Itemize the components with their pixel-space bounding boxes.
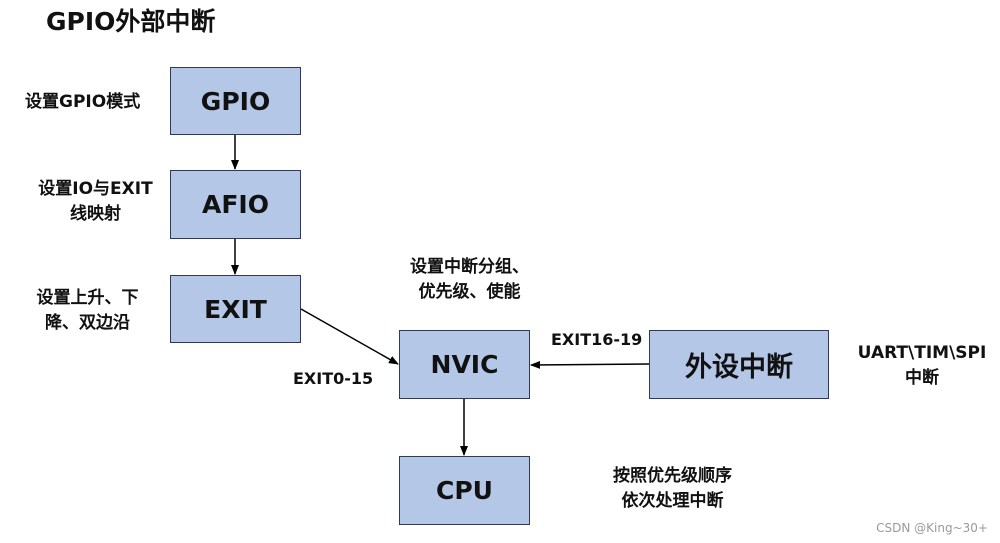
afio-note: 设置IO与EXIT 线映射 xyxy=(28,177,163,227)
exit-note-line2: 降、双边沿 xyxy=(45,313,130,333)
diagram-title: GPIO外部中断 xyxy=(46,7,216,36)
afio-note-line1: 设置IO与EXIT xyxy=(38,179,153,199)
periph-to-nvic-arrow xyxy=(530,360,650,369)
nvic-note-line2: 优先级、使能 xyxy=(418,282,521,302)
peripheral-note-line2: 中断 xyxy=(905,368,939,388)
peripheral-interrupt-box: 外设中断 xyxy=(649,330,829,399)
exit-nvic-edge-label: EXIT0-15 xyxy=(293,369,374,388)
cpu-box: CPU xyxy=(399,456,530,525)
peripheral-note-line1: UART\TIM\SPI xyxy=(857,343,987,363)
afio-box: AFIO xyxy=(170,170,301,239)
nvic-note-line1: 设置中断分组、 xyxy=(410,257,529,277)
cpu-note-line2: 依次处理中断 xyxy=(621,491,724,511)
exit-note: 设置上升、下 降、双边沿 xyxy=(20,286,155,336)
exit-note-line1: 设置上升、下 xyxy=(36,288,139,308)
peripheral-note: UART\TIM\SPI 中断 xyxy=(848,341,996,391)
watermark-text: CSDN @King~30+ xyxy=(876,521,988,535)
exit-box: EXIT xyxy=(170,275,301,343)
periph-nvic-edge-label: EXIT16-19 xyxy=(551,330,643,349)
gpio-box: GPIO xyxy=(170,67,301,135)
afio-note-line2: 线映射 xyxy=(70,204,121,224)
cpu-note-line1: 按照优先级顺序 xyxy=(613,466,732,486)
exit-to-nvic-arrow xyxy=(300,308,399,365)
cpu-note: 按照优先级顺序 依次处理中断 xyxy=(590,464,755,514)
gpio-mode-note: 设置GPIO模式 xyxy=(25,92,141,112)
nvic-note: 设置中断分组、 优先级、使能 xyxy=(392,255,547,305)
nvic-box: NVIC xyxy=(399,330,530,399)
